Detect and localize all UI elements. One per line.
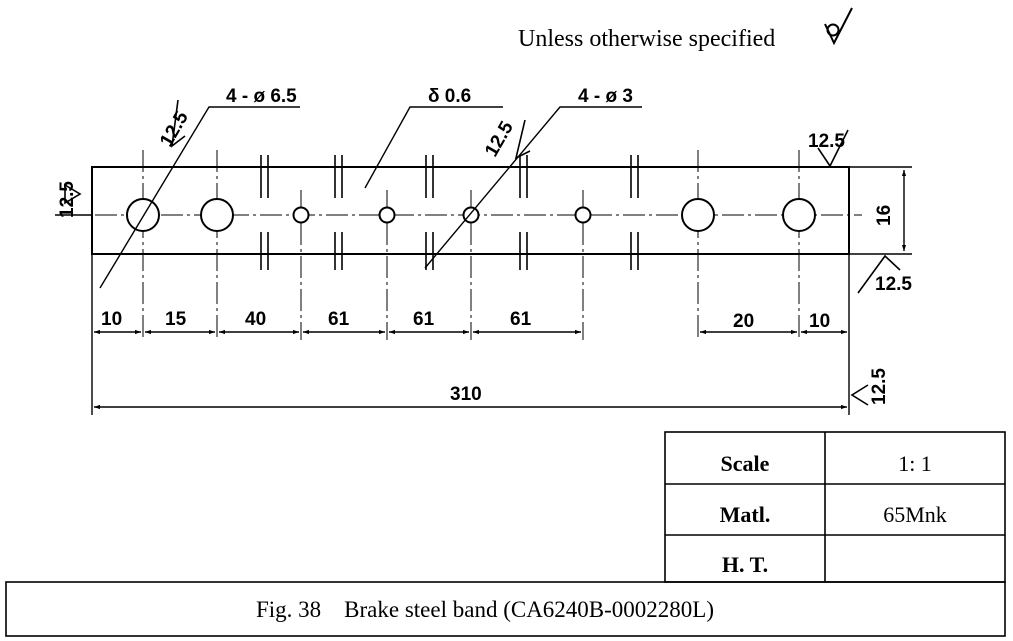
callout-leaders	[99, 106, 642, 289]
hole-small-2	[378, 206, 396, 224]
general-roughness-note: Unless otherwise specified	[518, 7, 853, 52]
figure-caption: Fig. 38 Brake steel band (CA6240B-000228…	[256, 597, 714, 622]
dimension-15: 15	[165, 309, 187, 330]
roughness-note-text: Unless otherwise specified	[518, 26, 775, 52]
thickness-callout: δ 0.6	[428, 86, 471, 107]
roughness-bottom-right-icon	[857, 254, 901, 294]
roughness-top-mid-icon	[514, 119, 531, 160]
roughness-top-left-icon	[170, 99, 186, 148]
roughness-overall-end-value: 12.5	[869, 368, 890, 405]
large-holes	[126, 198, 816, 232]
large-holes-callout: 4 - ø 6.5	[226, 86, 297, 107]
dimension-10-left: 10	[101, 309, 122, 330]
title-block-label-heat-treatment: H. T.	[722, 552, 768, 577]
break-lines	[260, 155, 639, 270]
roughness-top-right-icon	[817, 129, 849, 168]
small-holes	[292, 206, 592, 224]
title-block	[664, 431, 1006, 583]
hole-large-1	[126, 198, 160, 232]
steel-band-outline	[91, 166, 850, 255]
dimension-overall-310: 310	[450, 384, 482, 405]
title-block-label-scale: Scale	[721, 451, 770, 476]
dimension-10-right: 10	[809, 311, 830, 332]
width-dimension	[849, 166, 912, 255]
title-block-value-scale: 1: 1	[898, 451, 932, 476]
caption-box	[5, 581, 1006, 637]
roughness-bottom-right-value: 12.5	[875, 274, 912, 295]
roughness-left-end-icon	[55, 183, 91, 216]
hole-large-3	[681, 198, 715, 232]
hole-centerlines	[142, 150, 800, 340]
roughness-top-mid-value: 12.5	[481, 118, 518, 161]
dimension-20: 20	[733, 311, 754, 332]
roughness-top-left-value: 12.5	[156, 108, 193, 151]
hole-small-3	[462, 206, 480, 224]
roughness-left-end-value: 12.5	[57, 181, 78, 218]
width-dimension-value: 16	[874, 205, 895, 226]
roughness-overall-end-icon	[850, 384, 869, 406]
hole-large-4	[782, 198, 816, 232]
title-block-value-material: 65Mnk	[883, 502, 947, 527]
roughness-unmachined-icon	[824, 7, 853, 46]
dimension-61-c: 61	[510, 309, 532, 330]
dimension-61-a: 61	[328, 309, 350, 330]
title-block-label-material: Matl.	[720, 502, 771, 527]
hole-small-1	[292, 206, 310, 224]
hole-large-2	[200, 198, 234, 232]
roughness-top-right-value: 12.5	[808, 131, 845, 152]
small-holes-callout: 4 - ø 3	[578, 86, 633, 107]
chain-dimension-lines	[91, 254, 850, 415]
dimension-61-b: 61	[413, 309, 435, 330]
hole-small-4	[574, 206, 592, 224]
dimension-40: 40	[245, 309, 266, 330]
